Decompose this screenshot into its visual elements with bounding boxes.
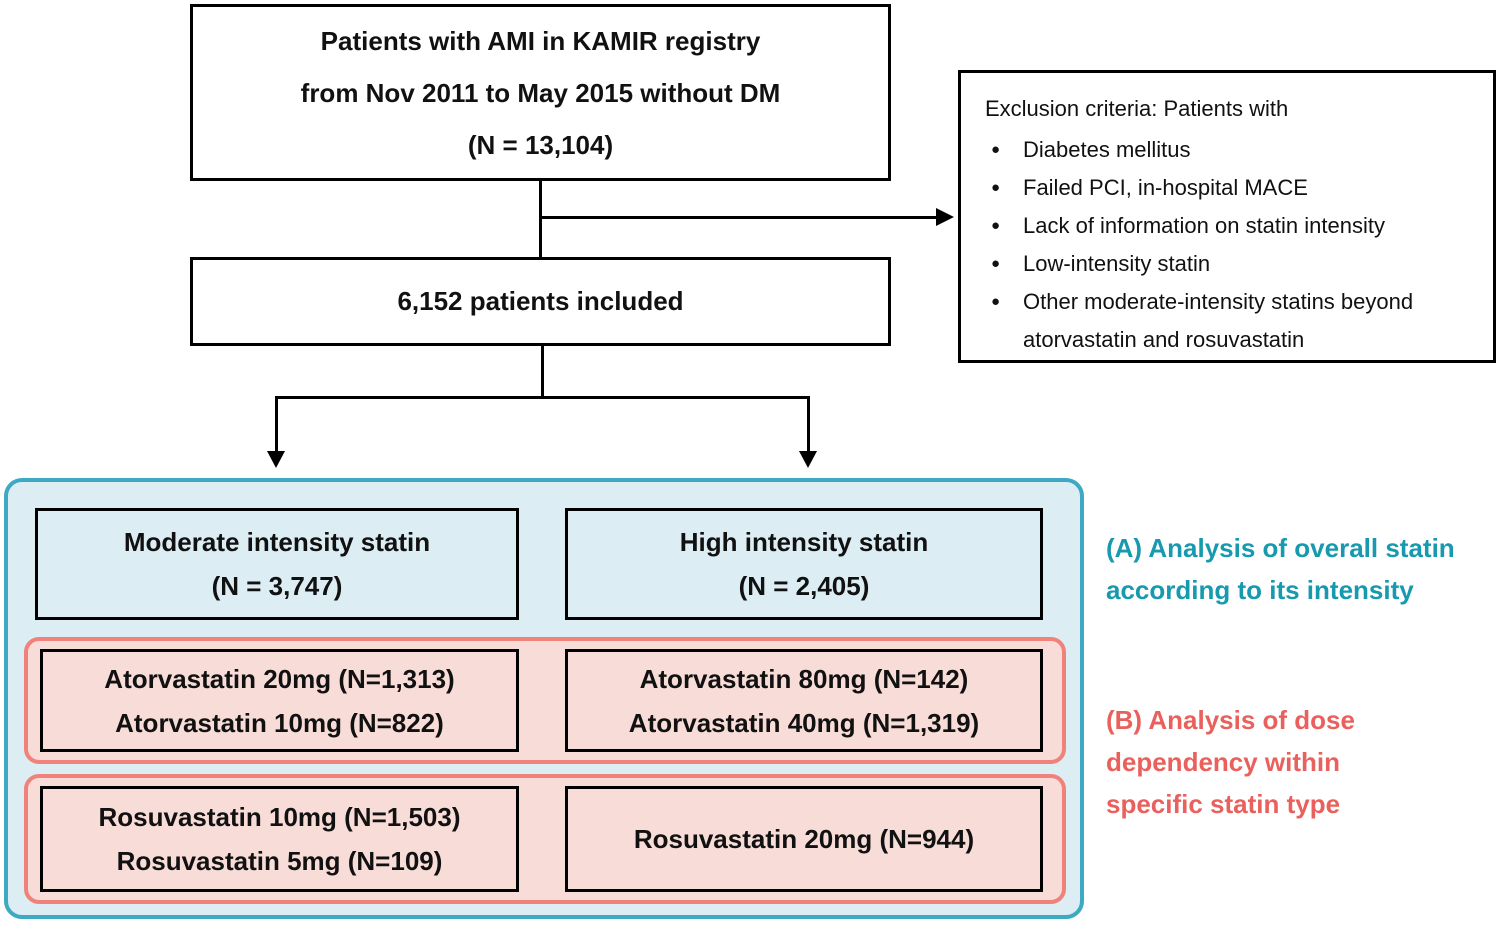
annotation-a-line-2: according to its intensity: [1106, 575, 1414, 605]
exclusion-item: ● Low-intensity statin: [985, 245, 1483, 283]
atorvastatin-high-line-1: Atorvastatin 80mg (N=142): [639, 663, 969, 694]
rosuvastatin-moderate-line-1: Rosuvastatin 10mg (N=1,503): [98, 802, 461, 832]
branch-right-line: [807, 396, 810, 452]
exclusion-title: Exclusion criteria: Patients with: [985, 96, 1289, 121]
exclusion-item: ● Other moderate-intensity statins beyon…: [985, 283, 1483, 359]
moderate-intensity-box: Moderate intensity statin (N = 3,747): [35, 508, 519, 620]
connector-top-to-included: [539, 181, 542, 257]
exclusion-item: ● Failed PCI, in-hospital MACE: [985, 169, 1483, 207]
rosuvastatin-dose-panel: [24, 774, 1066, 904]
bullet-icon: ●: [991, 141, 1001, 158]
registry-population-box: Patients with AMI in KAMIR registry from…: [190, 4, 891, 181]
annotation-a-overall-statin: (A) Analysis of overall statin according…: [1106, 527, 1455, 611]
annotation-b-line-2: dependency within: [1106, 747, 1341, 777]
registry-line-3: (N = 13,104): [467, 129, 614, 160]
arrowhead-down-right-icon: [799, 451, 817, 468]
exclusion-item: ● Lack of information on statin intensit…: [985, 207, 1483, 245]
connector-included-to-branch: [541, 346, 544, 398]
atorvastatin-dose-panel: [24, 637, 1066, 764]
bullet-icon: ●: [991, 179, 1001, 196]
registry-line-2: from Nov 2011 to May 2015 without DM: [300, 77, 781, 108]
high-intensity-title: High intensity statin: [679, 527, 929, 557]
moderate-intensity-title: Moderate intensity statin: [123, 527, 431, 557]
moderate-intensity-n: (N = 3,747): [211, 571, 343, 601]
included-label: 6,152 patients included: [397, 286, 684, 316]
annotation-b-dose-dependency: (B) Analysis of dose dependency within s…: [1106, 699, 1355, 825]
bullet-icon: ●: [991, 293, 1001, 310]
bullet-icon: ●: [991, 255, 1001, 272]
annotation-a-line-1: (A) Analysis of overall statin: [1106, 533, 1455, 563]
rosuvastatin-moderate-box: Rosuvastatin 10mg (N=1,503) Rosuvastatin…: [40, 786, 519, 892]
connector-to-exclusion: [540, 216, 938, 219]
branch-horizontal-line: [275, 396, 810, 399]
atorvastatin-moderate-box: Atorvastatin 20mg (N=1,313) Atorvastatin…: [40, 649, 519, 752]
high-intensity-box: High intensity statin (N = 2,405): [565, 508, 1043, 620]
arrowhead-down-left-icon: [267, 451, 285, 468]
atorvastatin-high-box: Atorvastatin 80mg (N=142) Atorvastatin 4…: [565, 649, 1043, 752]
exclusion-criteria-box: Exclusion criteria: Patients with ● Diab…: [958, 70, 1496, 363]
exclusion-item-text: Lack of information on statin intensity: [1023, 213, 1385, 238]
annotation-b-line-3: specific statin type: [1106, 789, 1341, 819]
exclusion-item: ● Diabetes mellitus: [985, 131, 1483, 169]
registry-line-1: Patients with AMI in KAMIR registry: [320, 25, 761, 56]
arrowhead-right-icon: [936, 208, 954, 226]
atorvastatin-moderate-line-1: Atorvastatin 20mg (N=1,313): [104, 663, 455, 694]
rosuvastatin-high-line: Rosuvastatin 20mg (N=944): [633, 823, 975, 854]
exclusion-item-text: Other moderate-intensity statins beyond …: [1023, 289, 1414, 352]
branch-left-line: [275, 396, 278, 452]
exclusion-list: ● Diabetes mellitus ● Failed PCI, in-hos…: [985, 131, 1483, 359]
rosuvastatin-moderate-line-2: Rosuvastatin 5mg (N=109): [116, 846, 443, 876]
exclusion-item-text: Diabetes mellitus: [1023, 137, 1191, 162]
bullet-icon: ●: [991, 217, 1001, 234]
atorvastatin-high-line-2: Atorvastatin 40mg (N=1,319): [628, 707, 980, 738]
atorvastatin-moderate-line-2: Atorvastatin 10mg (N=822): [115, 707, 444, 738]
exclusion-item-text: Failed PCI, in-hospital MACE: [1023, 175, 1308, 200]
annotation-b-line-1: (B) Analysis of dose: [1106, 705, 1355, 735]
exclusion-item-text: Low-intensity statin: [1023, 251, 1211, 276]
high-intensity-n: (N = 2,405): [738, 571, 870, 601]
included-patients-box: 6,152 patients included: [190, 257, 891, 346]
rosuvastatin-high-box: Rosuvastatin 20mg (N=944): [565, 786, 1043, 892]
